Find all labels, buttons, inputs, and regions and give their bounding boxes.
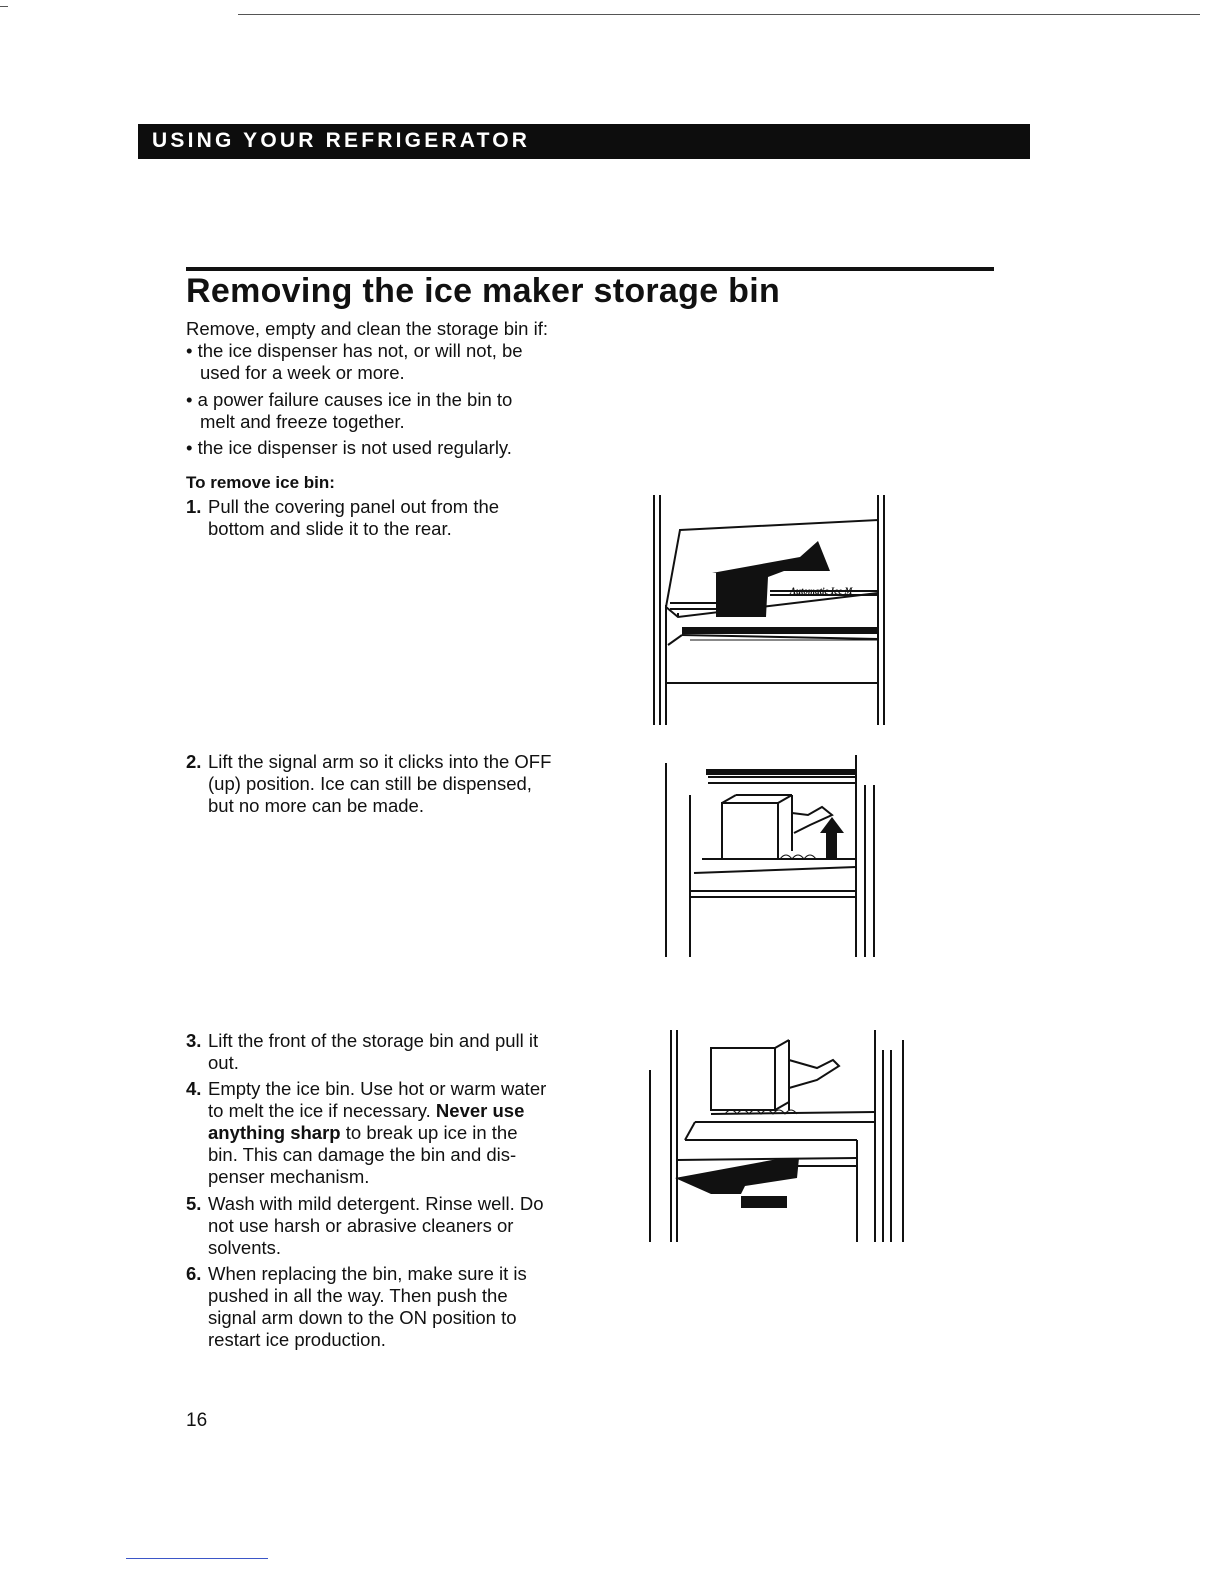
step-number: 6.: [186, 1263, 202, 1284]
step-line: penser mechanism.: [208, 1166, 370, 1187]
covering-panel-illustration: Automatic Ice M: [650, 495, 890, 725]
step-line: bin. This can damage the bin and dis-: [208, 1144, 517, 1165]
step-line: Lift the front of the storage bin and pu…: [208, 1030, 539, 1051]
bullet-item: • the ice dispenser has not, or will not…: [186, 340, 523, 384]
step-line: (up) position. Ice can still be dispense…: [208, 773, 532, 794]
step-1: 1. Pull the covering panel out from the b…: [186, 496, 499, 540]
step-5: 5. Wash with mild detergent. Rinse well. …: [186, 1193, 544, 1259]
step-line: pushed in all the way. Then push the: [208, 1285, 508, 1306]
step-line: Wash with mild detergent. Rinse well. Do: [208, 1193, 544, 1214]
scan-mark: [0, 6, 8, 7]
step-line: Empty the ice bin. Use hot or warm water: [208, 1078, 547, 1099]
page-number: 16: [186, 1410, 208, 1431]
warning-text: anything sharp: [208, 1122, 341, 1143]
subheading: To remove ice bin:: [186, 473, 335, 492]
bullet-line: • a power failure causes ice in the bin …: [186, 389, 513, 410]
bullet-line: melt and freeze together.: [200, 411, 405, 432]
step-line: Lift the signal arm so it clicks into th…: [208, 751, 552, 772]
step-line: restart ice production.: [208, 1329, 386, 1350]
step-text: to break up ice in the: [340, 1122, 518, 1143]
section-header-text: USING YOUR REFRIGERATOR: [152, 129, 531, 152]
step-number: 1.: [186, 496, 202, 517]
title-rule: [186, 267, 994, 271]
section-header-bar: USING YOUR REFRIGERATOR: [138, 124, 1030, 159]
step-4: 4. Empty the ice bin. Use hot or warm wat…: [186, 1078, 546, 1188]
step-line: When replacing the bin, make sure it is: [208, 1263, 527, 1284]
step-line: signal arm down to the ON position to: [208, 1307, 517, 1328]
bullet-item: • the ice dispenser is not used regularl…: [186, 437, 512, 459]
step-line: bottom and slide it to the rear.: [208, 518, 452, 539]
top-rule: [238, 14, 1200, 15]
step-number: 4.: [186, 1078, 202, 1099]
intro-text: Remove, empty and clean the storage bin …: [186, 318, 548, 339]
ice-maker-label: Automatic Ice M: [789, 586, 853, 596]
bullet-line: • the ice dispenser has not, or will not…: [186, 340, 523, 361]
page-title: Removing the ice maker storage bin: [186, 272, 781, 310]
bullet-line: used for a week or more.: [200, 362, 405, 383]
step-2: 2. Lift the signal arm so it clicks into …: [186, 751, 551, 817]
step-number: 5.: [186, 1193, 202, 1214]
step-text: to melt the ice if necessary.: [208, 1100, 436, 1121]
warning-text: Never use: [435, 1100, 525, 1121]
step-number: 2.: [186, 751, 202, 772]
step-3: 3. Lift the front of the storage bin and …: [186, 1030, 538, 1074]
bottom-rule: [126, 1558, 268, 1559]
step-number: 3.: [186, 1030, 202, 1051]
pull-bin-illustration: [645, 1030, 907, 1245]
step-line: solvents.: [208, 1237, 282, 1258]
bullet-line: • the ice dispenser is not used regularl…: [186, 437, 512, 458]
step-line: not use harsh or abrasive cleaners or: [208, 1215, 514, 1236]
step-6: 6. When replacing the bin, make sure it i…: [186, 1263, 527, 1351]
step-line: anything sharp to break up ice in the: [186, 1122, 546, 1144]
step-line: to melt the ice if necessary. Never use: [186, 1100, 546, 1122]
step-line: Pull the covering panel out from the: [208, 496, 500, 517]
bullet-item: • a power failure causes ice in the bin …: [186, 389, 512, 433]
step-line: but no more can be made.: [208, 795, 424, 816]
signal-arm-illustration: [660, 755, 880, 960]
step-line: out.: [208, 1052, 239, 1073]
